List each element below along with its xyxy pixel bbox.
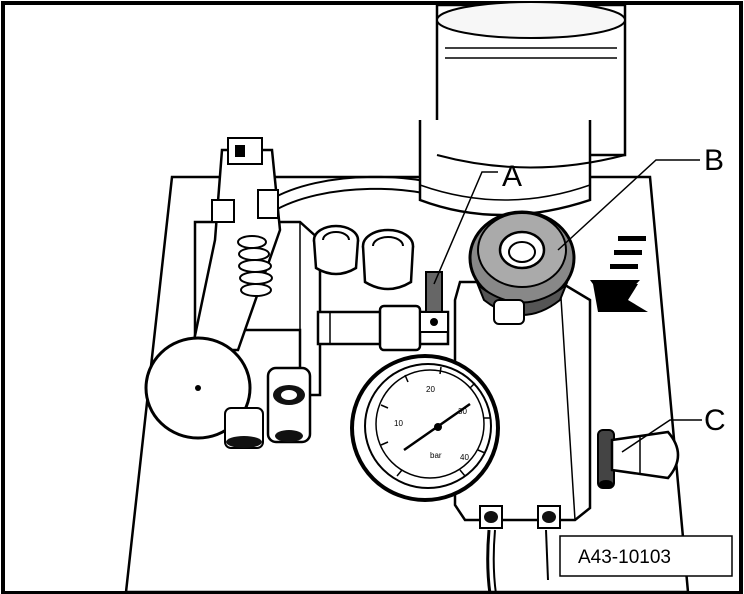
outlet-fittings (479, 505, 561, 594)
leader-line-c (621, 419, 702, 453)
gauge-label-10: 10 (394, 419, 403, 428)
port-cups (312, 224, 415, 291)
check-fitting (266, 366, 312, 444)
callout-b: B (704, 144, 724, 177)
leader-line-b (557, 159, 700, 251)
gauge-label-40: 40 (460, 453, 469, 462)
callout-c: C (704, 404, 726, 437)
filler-cap (468, 210, 576, 325)
vent-screw (419, 271, 449, 333)
reference-code-box: A43-10103 (559, 535, 733, 577)
lever-knob (144, 336, 264, 449)
cylinder (418, 1, 627, 217)
side-connector (597, 429, 680, 489)
lever-arm (190, 137, 282, 352)
spring (237, 235, 273, 297)
gauge-unit: bar (430, 451, 442, 460)
gauge-label-30: 30 (458, 407, 467, 416)
gauge-ticks (380, 366, 490, 477)
pressure-gauge: 10 20 30 40 bar (350, 354, 500, 502)
leader-line-a (433, 171, 498, 285)
motion-arrow-icon (590, 236, 648, 312)
callout-a: A (502, 160, 522, 193)
gauge-label-20: 20 (426, 385, 435, 394)
reference-code: A43-10103 (578, 547, 671, 568)
